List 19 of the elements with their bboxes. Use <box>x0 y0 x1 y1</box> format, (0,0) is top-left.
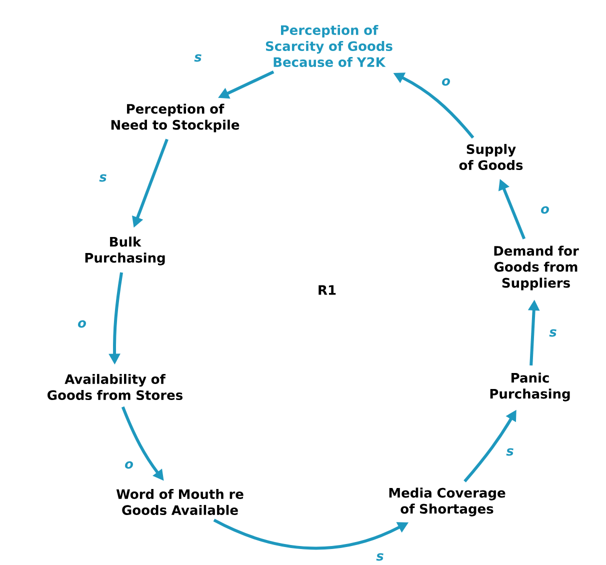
polarity-label: s <box>549 329 556 337</box>
polarity-label: s <box>506 448 514 456</box>
variable-label: Availability of Goods from Stores <box>48 374 182 400</box>
variable-label: Word of Mouth re Goods Available <box>116 488 244 516</box>
variable-label: Media Coverage of Shortages <box>389 488 506 516</box>
variable-label: Panic Purchasing <box>490 372 570 402</box>
variable-label: Supply of Goods <box>459 144 523 170</box>
variable-label: Perception of Scarcity of Goods Because of Y2K <box>266 24 392 68</box>
variable-label: Demand for Goods from Suppliers <box>494 246 579 290</box>
polarity-label: s <box>376 553 384 561</box>
polarity-label: o <box>442 78 450 86</box>
polarity-label: o <box>541 206 549 214</box>
variable-label: Perception of Need to Stockpile <box>111 104 240 132</box>
variable-label: Bulk Purchasing <box>85 236 165 266</box>
polarity-label: o <box>78 320 86 328</box>
polarity-label: s <box>194 54 202 62</box>
polarity-label: o <box>125 461 133 469</box>
polarity-label: s <box>99 174 106 182</box>
loop-label: R1 <box>318 285 336 295</box>
